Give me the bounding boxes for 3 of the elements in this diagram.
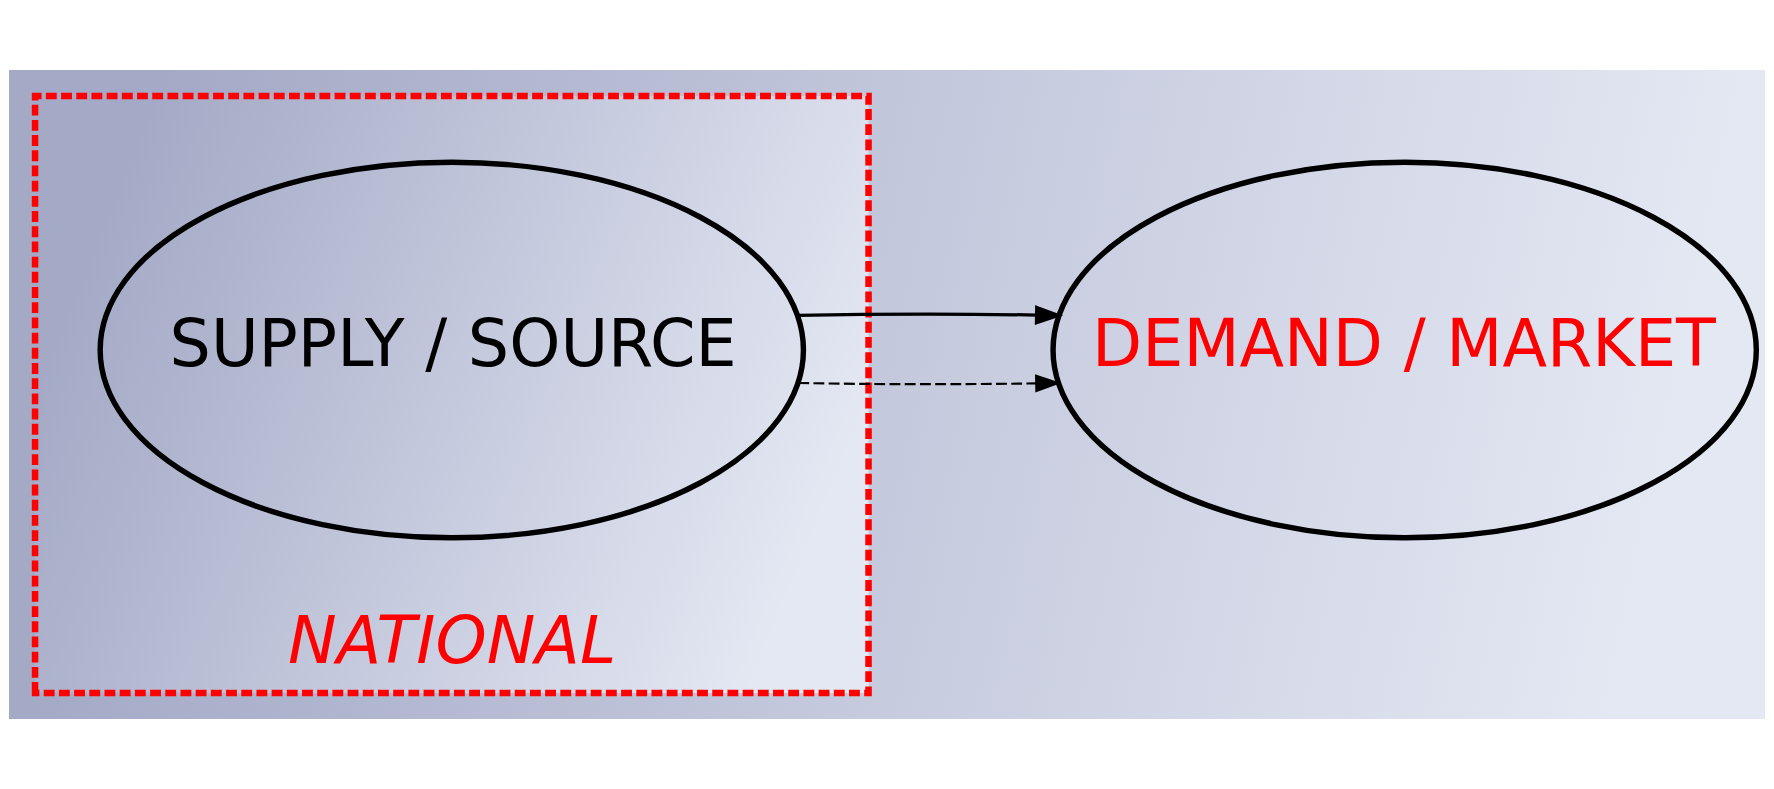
node-ellipse: DEMAND / MARKET [1050,159,1760,541]
arrow [797,305,1064,325]
node-ellipse: SUPPLY / SOURCE [97,159,807,541]
